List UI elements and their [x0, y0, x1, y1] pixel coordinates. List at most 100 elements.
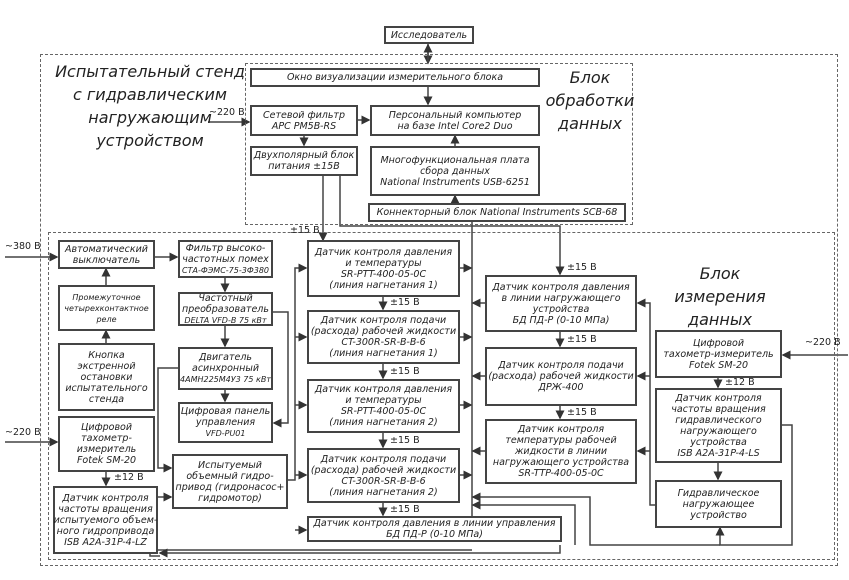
label: СТА-ФЭМС-75-3Ф380 — [182, 265, 269, 275]
label: преобразователь — [182, 303, 269, 315]
voltage-label: ±15 В — [390, 504, 420, 515]
title-line: нагружающим — [88, 108, 212, 127]
label: Датчик контроля давления — [492, 281, 630, 293]
label: Датчик контроля — [62, 492, 149, 504]
researcher-box: Исследователь — [384, 26, 474, 44]
label: (расхода) рабочей жидкости — [488, 371, 634, 382]
title-line: с гидравлическим — [73, 85, 227, 104]
label: Датчик контроля подачи — [498, 360, 624, 371]
label: Персональный компьютер — [388, 109, 522, 121]
label: (линия нагнетания 2) — [329, 486, 438, 498]
label: (линия нагнетания 1) — [329, 348, 438, 359]
title-line: данных — [688, 310, 752, 329]
right-sensor-2: Датчик контроля подачи(расхода) рабочей … — [485, 347, 637, 406]
voltage-label: ±12 В — [114, 472, 144, 483]
label: Окно визуализации измерительного блока — [286, 72, 504, 83]
label: привод (гидронасос+ — [175, 481, 285, 493]
label: Фильтр высоко- — [185, 242, 266, 254]
label: устройство — [690, 509, 747, 521]
label: Fotek SM-20 — [76, 455, 137, 466]
label: и температуры — [345, 395, 422, 406]
label: БД ПД-Р (0-10 МПа) — [512, 314, 610, 326]
label: Датчик контроля подачи — [320, 453, 447, 465]
label: ISB A2A-31P-4-LZ — [64, 536, 147, 548]
label: Гидравлическое — [677, 487, 760, 499]
label: жидкости в линии — [514, 446, 608, 457]
label: БД ПД-Р (0-10 МПа) — [386, 529, 483, 540]
label: сбора данных — [420, 165, 490, 177]
label: Промежуточное — [72, 292, 141, 302]
label: Частотный — [198, 292, 253, 304]
voltage-label: ±15 В — [567, 262, 597, 273]
voltage-label: ±15 В — [290, 225, 320, 236]
label: Кнопка — [88, 349, 125, 361]
measurement-block-frame — [48, 232, 835, 560]
label: Цифровая панель — [180, 406, 271, 417]
label: SR-TTP-400-05-0C — [518, 468, 604, 479]
label: испытуемого объем- — [53, 514, 158, 526]
title-line: Блок — [699, 264, 741, 283]
label: частоты вращения — [671, 403, 766, 415]
label: гидравлического — [675, 414, 762, 426]
label: Датчик контроля — [517, 424, 605, 435]
label: Датчик контроля давления — [314, 384, 453, 395]
label: SR-PTT-400-05-0C — [340, 268, 427, 280]
processing-block-frame — [245, 63, 633, 225]
label: Датчик контроля — [675, 392, 762, 404]
label: Автоматический — [65, 243, 148, 255]
title-line: Блок — [569, 68, 611, 87]
title-line: Испытательный стенд — [55, 62, 245, 81]
label: CT-300R-SR-B-B-6 — [341, 337, 426, 348]
label: Исследователь — [390, 29, 468, 41]
label: устройства — [532, 303, 590, 315]
voltage-label: ±15 В — [567, 334, 597, 345]
label: (расхода) рабочей жидкости — [310, 326, 457, 337]
label: измеритель — [76, 444, 137, 455]
label: Датчик контроля давления — [314, 246, 453, 258]
voltage-label: ±15 В — [390, 297, 420, 308]
label: Цифровой — [692, 337, 745, 349]
label: Двухполярный блок — [253, 150, 355, 161]
title-line: устройством — [96, 131, 204, 150]
label: нагружающего — [680, 425, 757, 437]
label: Датчик контроля давления в линии управле… — [313, 518, 556, 529]
label: Испытуемый — [198, 459, 262, 471]
label: тахометр- — [81, 433, 132, 444]
label: (линия нагнетания 1) — [329, 279, 438, 291]
label: управления — [195, 417, 256, 428]
label: Цифровой — [80, 422, 133, 433]
label: частоты вращения — [58, 503, 153, 515]
label: частотных помех — [182, 253, 269, 265]
label: в линии нагружающего — [501, 292, 621, 304]
label: объемный гидро- — [186, 470, 274, 482]
voltage-label: ±15 В — [390, 435, 420, 446]
label: устройства — [690, 436, 747, 448]
label: 4АМН225М4У3 75 кВт — [180, 375, 271, 384]
label: ного гидропривода — [56, 525, 155, 537]
label: испытательного — [65, 382, 148, 394]
label: питания ±15В — [268, 161, 340, 172]
label: Fotek SM-20 — [688, 359, 749, 371]
label: National Instruments USB-6251 — [380, 176, 530, 188]
label: DELTA VFD-B 75 кВт — [184, 315, 267, 325]
stand-title: Испытательный стенд с гидравлическим нагру… — [55, 60, 245, 152]
label: стенда — [88, 393, 125, 405]
